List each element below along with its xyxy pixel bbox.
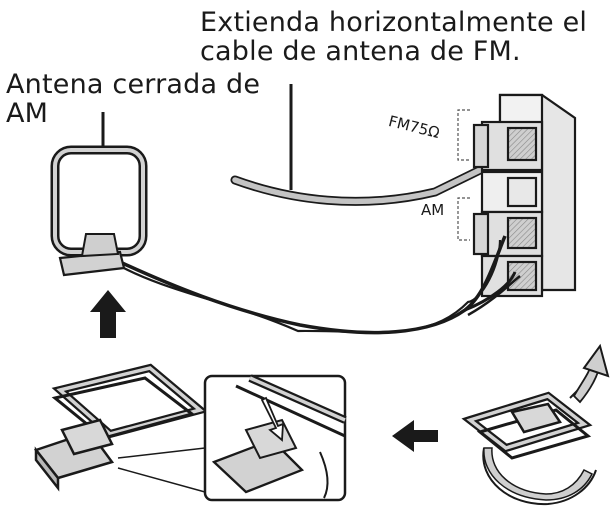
terminal-label-brackets [457,109,470,241]
arrow-up-icon [90,290,126,338]
am-loop-antenna-label-line-2: AM [6,98,49,130]
detail-zoom-box [203,374,347,502]
terminal-block-fm-ground [480,170,544,214]
am-twisted-wire [119,235,521,335]
fm-wire-cable [230,165,485,206]
terminal-block-fm [472,120,544,172]
fm-cable-instruction-line-2: cable de antena de FM. [200,36,521,68]
fm-cable-instruction-line-1: Extienda horizontalmente el [200,7,588,38]
insert-arrow-icon [260,396,284,442]
am-loop-antenna-label-line-1: Antena cerrada de [6,69,261,100]
antenna-terminal-panel [472,93,577,298]
fm-cable-instruction: Extienda horizontalmente el cable de ant… [200,8,587,66]
detail-callout-lines [117,447,206,493]
am-loop-antenna-assembled [50,145,148,277]
arrow-left-icon [392,420,438,452]
am-loop-antenna-label: Antena cerrada de AM [6,70,260,128]
rotate-arrow-icon [572,343,610,404]
am-loop-antenna-unfold [461,371,597,506]
am-terminal-label: AM [421,201,445,219]
am-loop-antenna-with-base [33,363,209,492]
terminal-block-am [472,210,544,258]
